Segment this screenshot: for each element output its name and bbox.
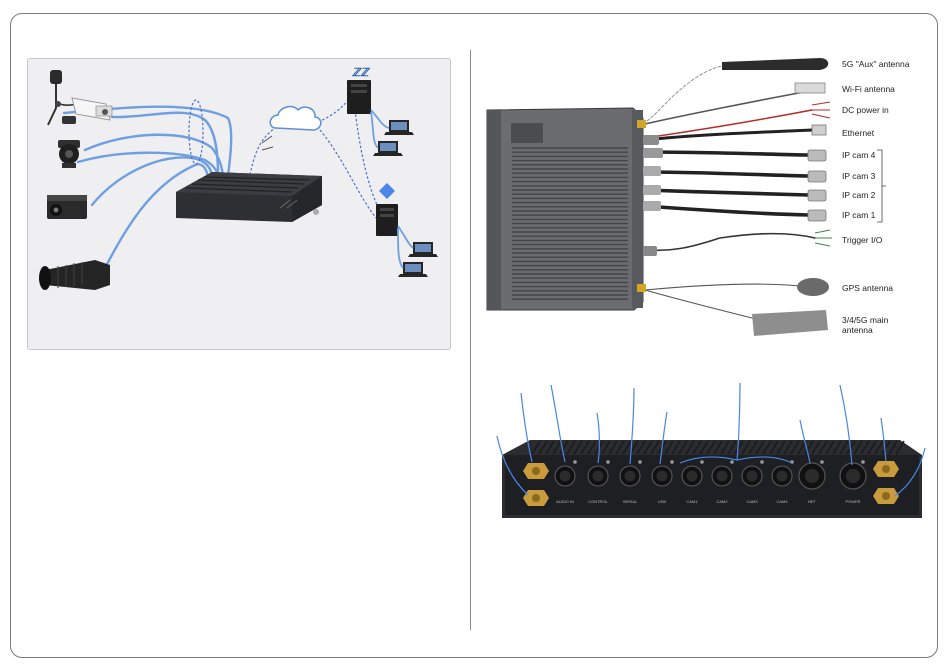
connector-pins (846, 469, 860, 483)
connector-pins (560, 471, 571, 482)
port-label: CAM2 (716, 499, 728, 504)
label-wifi-antenna: Wi-Fi antenna (842, 84, 895, 94)
link-recorder-cloud (250, 125, 280, 175)
status-led (670, 460, 674, 464)
sma-connector-icon (523, 490, 549, 506)
port-label: CAM1 (686, 499, 698, 504)
label-dc-power: DC power in (842, 105, 889, 115)
port-label: POWER (845, 499, 860, 504)
port-label: CAM3 (746, 499, 758, 504)
box-camera-icon (47, 195, 87, 219)
status-led (760, 460, 764, 464)
link-cloud-server (318, 95, 352, 122)
port-label: NET (808, 499, 817, 504)
connector-pins (747, 471, 758, 482)
cloud-icon (270, 107, 321, 130)
status-led (606, 460, 610, 464)
label-aux-antenna: 5G "Aux" antenna (842, 59, 910, 69)
connection-cables (643, 66, 815, 318)
label-main-antenna-line2: antenna (842, 325, 873, 335)
label-ip-cam-2: IP cam 2 (842, 190, 876, 200)
label-main-antenna-line1: 3/4/5G main (842, 315, 889, 325)
link-cloud-server-2 (320, 130, 378, 220)
cable-labels: 5G "Aux" antenna Wi-Fi antenna DC power … (842, 59, 910, 335)
link-server-server (355, 110, 382, 215)
server-tower-bottom-icon (376, 183, 398, 236)
port-label: USB (658, 499, 667, 504)
laptop-icon (408, 242, 438, 257)
cable-end-items (722, 58, 832, 336)
port-label: CAM4 (776, 499, 788, 504)
connector-pins (805, 469, 819, 483)
signal-marks (262, 136, 273, 150)
svg-text:ℤℤ: ℤℤ (352, 67, 370, 79)
ip-cam-plugs (808, 150, 826, 221)
connector-pins (717, 471, 728, 482)
label-trigger-io: Trigger I/O (842, 235, 883, 245)
device-wiring-diagram: 5G "Aux" antenna Wi-Fi antenna DC power … (487, 58, 910, 336)
sma-connector-icon (523, 463, 549, 479)
status-led (700, 460, 704, 464)
laptop-icon (398, 262, 428, 277)
status-led (638, 460, 642, 464)
bullet-camera-icon (72, 98, 112, 120)
port-label: CONTROL (588, 499, 608, 504)
zoom-camera-icon (39, 260, 110, 290)
dc-power-wires (812, 102, 830, 118)
label-ip-cam-3: IP cam 3 (842, 171, 876, 181)
label-ip-cam-4: IP cam 4 (842, 150, 876, 160)
dome-camera-icon (48, 70, 85, 125)
ip-cam-bracket (877, 150, 886, 222)
port-label: AUDIO IN (556, 499, 574, 504)
ethernet-plug-icon (812, 125, 826, 135)
status-led (573, 460, 577, 464)
aux-antenna-icon (722, 58, 828, 70)
wifi-antenna-icon (795, 83, 825, 93)
main-antenna-icon (752, 310, 828, 336)
ptz-camera-icon (58, 140, 80, 168)
label-ethernet: Ethernet (842, 128, 875, 138)
sma-connector-icon (873, 461, 899, 477)
label-ip-cam-1: IP cam 1 (842, 210, 876, 220)
network-topology: ℤℤ (39, 67, 438, 290)
label-gps-antenna: GPS antenna (842, 283, 893, 293)
server-tower-top-icon: ℤℤ (347, 67, 371, 114)
status-led (861, 460, 865, 464)
connector-pins (593, 471, 604, 482)
laptops (373, 120, 438, 277)
status-led (820, 460, 824, 464)
rear-panel-diagram: AUDIO IN CONTROL SERIAL USB CAM1 CAM2 CAM3 CAM4… (497, 383, 925, 518)
status-led (730, 460, 734, 464)
gps-antenna-icon (797, 278, 829, 296)
recorder-top-view (487, 108, 643, 310)
connector-pins (625, 471, 636, 482)
connector-pins (687, 471, 698, 482)
trigger-wires (815, 230, 832, 246)
connector-pins (777, 471, 788, 482)
connector-pins (657, 471, 668, 482)
recorder-device-icon (176, 172, 322, 222)
port-label: SERIAL (623, 499, 638, 504)
